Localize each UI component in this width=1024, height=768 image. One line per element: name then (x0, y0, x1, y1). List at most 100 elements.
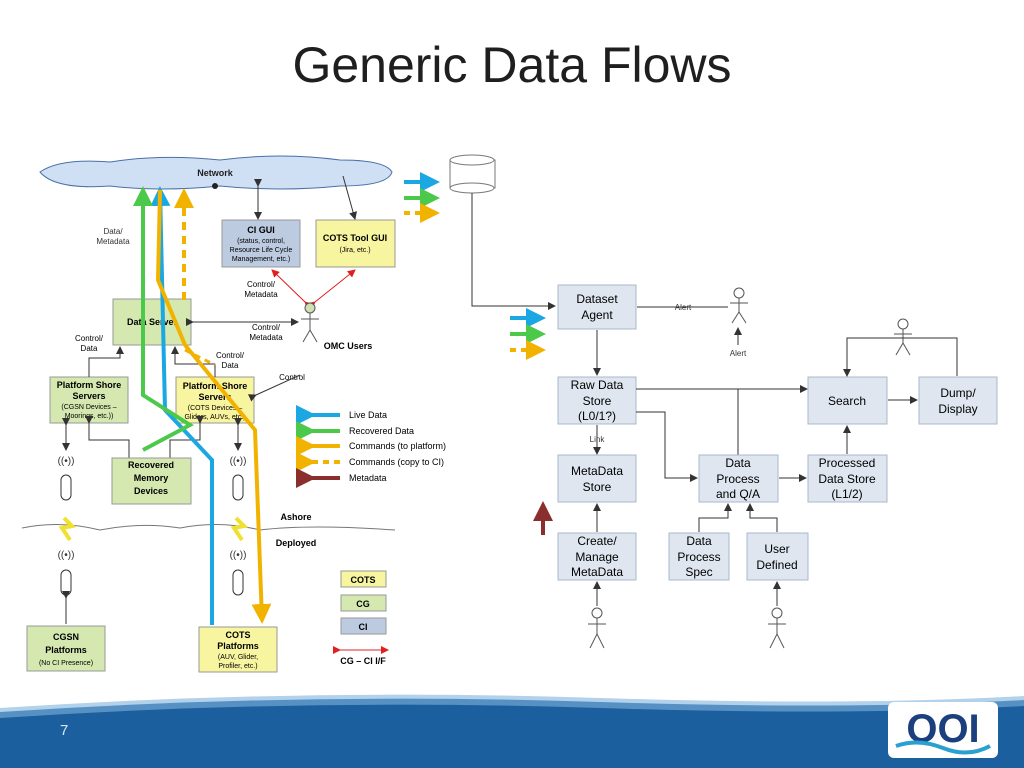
data-metadata-1-label: Data/ (103, 227, 123, 236)
ci-legend-box (340, 617, 387, 635)
cg-ci-label: CG – CI I/F (340, 656, 386, 666)
dataset-agent-2-label: Agent (581, 308, 613, 322)
create-1-label: Create/ (577, 534, 617, 548)
cgsn-1-label: CGSN (53, 632, 79, 642)
proc-2-label: Data Store (818, 472, 876, 486)
data-metadata-2-label: Metadata (96, 237, 130, 246)
svg-text:((•)): ((•)) (58, 456, 75, 467)
page-title: Generic Data Flows (292, 37, 732, 93)
cots-label: COTS (350, 575, 375, 585)
alert-1-label: Alert (675, 303, 692, 312)
ashore-label: Ashore (280, 512, 311, 522)
shoreline (21, 523, 396, 531)
create-3-label: MetaData (571, 565, 623, 579)
commands-label: Commands (to platform) (349, 441, 446, 451)
pss-cgsn-3-label: (CGSN Devices – (61, 404, 116, 411)
ooi-logo: OOI (888, 702, 998, 758)
commands-copy-label: Commands (copy to CI) (349, 457, 444, 467)
ci-gui-sub2-label: Resource Life Cycle (230, 247, 293, 254)
control-data-b2-label: Data (222, 361, 239, 370)
control-data-b1-label: Control/ (216, 351, 245, 360)
cg-legend-box (340, 594, 387, 612)
ci-gui-sub1-label: (status, control, (237, 238, 285, 245)
network-label: Network (197, 168, 234, 178)
recovered-1-label: Recovered (128, 460, 174, 470)
dump-2-label: Display (938, 402, 977, 416)
data-server-label: Data Server (127, 317, 178, 327)
cgsn-3-label: (No CI Presence) (39, 660, 93, 667)
dpq-3-label: and Q/A (716, 487, 760, 501)
meta-1-label: MetaData (571, 464, 623, 478)
dataset-agent-box (557, 284, 637, 330)
pss-cots-4-label: Gliders, AUVs, etc.) (184, 414, 245, 421)
dpq-1-label: Data (725, 456, 751, 470)
recovered-memory-box (111, 457, 192, 505)
processed-data-store-box (807, 454, 888, 503)
cg-label: CG (356, 599, 370, 609)
recovered-2-label: Memory (134, 473, 169, 483)
pss-cots-2-label: Servers (198, 392, 231, 402)
dpq-2-label: Process (716, 472, 759, 486)
data-process-spec-box (668, 532, 730, 581)
spec-3-label: Spec (685, 565, 712, 579)
ci-label: CI (359, 622, 368, 632)
live-data-flow (150, 186, 214, 625)
raw-data-store-box (557, 376, 637, 425)
cots-gui-title-label: COTS Tool GUI (323, 233, 387, 243)
control-metadata-b1-label: Control/ (252, 323, 281, 332)
create-manage-metadata-box (557, 532, 637, 581)
spec-1-label: Data (686, 534, 712, 548)
cots-legend-box (340, 570, 387, 588)
pss-cgsn-2-label: Servers (72, 391, 105, 401)
commands-flow (155, 189, 272, 624)
data-process-qa-box (698, 454, 779, 503)
spec-2-label: Process (677, 550, 720, 564)
pss-cgsn-1-label: Platform Shore (57, 380, 122, 390)
cgsn-platforms-box (26, 625, 106, 672)
pss-cots-1-label: Platform Shore (183, 381, 248, 391)
pss-cgsn-4-label: Moorings, etc.)) (65, 413, 114, 420)
create-2-label: Manage (575, 550, 619, 564)
data-server-box (112, 298, 192, 346)
metadata-label: Metadata (349, 473, 387, 483)
omc-users-label: OMC Users (324, 341, 373, 351)
search-box (807, 376, 888, 425)
cotsp-3-label: (AUV, Glider, (218, 654, 258, 661)
database-icon (449, 154, 496, 194)
antenna-icon: ((•)) ((•)) ((•)) ((•)) (58, 456, 247, 596)
dump-display-box (918, 376, 998, 425)
ci-gui-title-label: CI GUI (247, 225, 275, 235)
control-metadata-a2-label: Metadata (244, 290, 278, 299)
cotsp-4-label: Profiler, etc.) (218, 663, 257, 670)
control-metadata-a1-label: Control/ (247, 280, 276, 289)
user-2-label: Defined (756, 558, 797, 572)
recovered-3-label: Devices (134, 486, 168, 496)
ci-gui-sub3-label: Management, etc.) (232, 256, 290, 263)
user-defined-box (746, 532, 809, 581)
alert-2-label: Alert (730, 349, 747, 358)
user-icon (588, 287, 912, 649)
cotsp-1-label: COTS (225, 630, 250, 640)
footer-wave (0, 698, 1024, 768)
dataset-agent-1-label: Dataset (576, 292, 618, 306)
cotsp-2-label: Platforms (217, 641, 259, 651)
ci-gui-box (221, 219, 301, 268)
raw-2-label: Store (583, 394, 612, 408)
control-label: Control (279, 373, 305, 382)
control-metadata-b2-label: Metadata (249, 333, 283, 342)
live-label: Live Data (349, 410, 387, 420)
dump-1-label: Dump/ (940, 386, 976, 400)
raw-3-label: (L0/1?) (578, 409, 616, 423)
proc-3-label: (L1/2) (831, 487, 862, 501)
recovered-label: Recovered Data (349, 426, 414, 436)
pss-cots-3-label: (COTS Devices – (188, 405, 243, 412)
raw-1-label: Raw Data (571, 378, 624, 392)
svg-text:((•)): ((•)) (58, 550, 75, 561)
cgsn-2-label: Platforms (45, 645, 87, 655)
control-data-a2-label: Data (81, 344, 98, 353)
proc-1-label: Processed (819, 456, 876, 470)
svg-text:((•)): ((•)) (230, 456, 247, 467)
page-number: 7 (60, 722, 69, 739)
